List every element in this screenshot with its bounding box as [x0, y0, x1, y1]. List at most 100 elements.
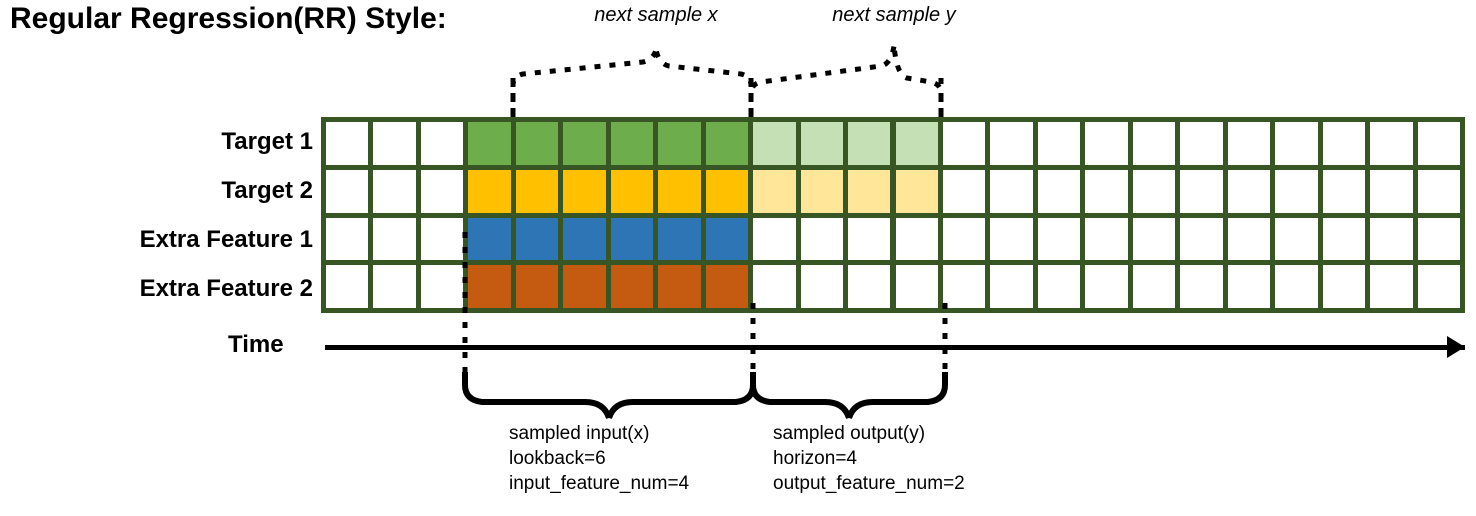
grid-cell-r2-c8-input: [658, 169, 701, 213]
grid-cell-r4-c1-empty: [326, 265, 369, 308]
grid-cell-r3-c12-empty: [848, 217, 891, 261]
sampled-output-line-1: sampled output(y): [773, 423, 926, 444]
grid-cell-r4-c12-empty: [848, 265, 891, 308]
grid-cell-r3-c7-input: [610, 217, 654, 261]
grid-cell-r4-c11-empty: [800, 265, 844, 308]
grid-cell-r4-c6-input: [563, 265, 606, 308]
grid-cell-r2-c17-empty: [1085, 169, 1128, 213]
grid-cell-r3-c2-empty: [373, 217, 416, 261]
grid-cell-r3-c9-input: [705, 217, 749, 261]
grid-cell-r3-c14-empty: [942, 217, 986, 261]
grid-cell-r1-c16-empty: [1037, 122, 1081, 165]
brace-next-sample-x: [510, 49, 754, 117]
sampled-input-line-3: input_feature_num=4: [509, 473, 690, 494]
grid-cell-r3-c16-empty: [1037, 217, 1081, 261]
top-dotted-guides: [510, 78, 944, 117]
grid-cell-r2-c15-empty: [990, 169, 1033, 213]
bottom-annotation-sampled-output: sampled output(y) horizon=4 output_featu…: [773, 421, 965, 496]
top-annotation-next-sample-y: next sample y: [832, 4, 956, 26]
grid-cell-r2-c19-empty: [1180, 169, 1223, 213]
grid-cell-r3-c11-empty: [800, 217, 844, 261]
grid-cell-r1-c12-output: [848, 122, 891, 165]
grid-cell-r1-c11-output: [800, 122, 844, 165]
grid-cell-r4-c10-empty: [753, 265, 796, 308]
grid-cell-r3-c24-empty: [1417, 217, 1460, 261]
grid-cell-r3-c6-input: [563, 217, 606, 261]
grid-cell-r3-c5-input: [515, 217, 559, 261]
grid-cell-r3-c4-input: [468, 217, 511, 261]
grid-cell-r2-c16-empty: [1037, 169, 1081, 213]
grid-cell-r1-c15-empty: [990, 122, 1033, 165]
grid-cell-r1-c13-output: [895, 122, 938, 165]
grid-cell-r1-c18-empty: [1132, 122, 1176, 165]
grid-cell-r1-c5-input: [515, 122, 559, 165]
grid-cell-r2-c14-empty: [942, 169, 986, 213]
grid-cell-r4-c7-input: [610, 265, 654, 308]
grid-cell-r1-c14-empty: [942, 122, 986, 165]
row-label-target-1: Target 1: [221, 128, 313, 155]
grid-cell-r2-c7-input: [610, 169, 654, 213]
time-axis-line: [325, 345, 1465, 350]
grid-cell-r4-c17-empty: [1085, 265, 1128, 308]
grid-cell-r4-c15-empty: [990, 265, 1033, 308]
brace-sampled-output: [750, 372, 948, 420]
grid-cell-r2-c9-input: [705, 169, 749, 213]
grid-cell-r1-c3-empty: [420, 122, 464, 165]
sampled-output-line-3: output_feature_num=2: [773, 473, 965, 494]
sampled-input-line-1: sampled input(x): [509, 423, 650, 444]
grid-cell-r3-c13-empty: [895, 217, 938, 261]
grid-cell-r2-c3-empty: [420, 169, 464, 213]
sampled-input-line-2: lookback=6: [509, 448, 606, 469]
grid-cell-r1-c6-input: [563, 122, 606, 165]
sampled-output-line-2: horizon=4: [773, 448, 857, 469]
grid-cell-r3-c8-input: [658, 217, 701, 261]
grid-cell-r2-c23-empty: [1370, 169, 1413, 213]
brace-next-sample-y: [748, 45, 944, 117]
grid-cell-r4-c2-empty: [373, 265, 416, 308]
grid-cell-r4-c9-input: [705, 265, 749, 308]
grid-cell-r4-c14-empty: [942, 265, 986, 308]
grid-cell-r2-c4-input: [468, 169, 511, 213]
grid-cell-r1-c8-input: [658, 122, 701, 165]
grid-cell-r4-c3-empty: [420, 265, 464, 308]
grid-cell-r4-c22-empty: [1322, 265, 1366, 308]
brace-sampled-input: [462, 372, 756, 420]
grid-cell-r3-c19-empty: [1180, 217, 1223, 261]
grid-cell-r1-c7-input: [610, 122, 654, 165]
grid-cell-r1-c10-output: [753, 122, 796, 165]
grid-cell-r2-c5-input: [515, 169, 559, 213]
row-label-column: Target 1 Target 2 Extra Feature 1 Extra …: [0, 117, 313, 313]
grid-cell-r4-c21-empty: [1275, 265, 1318, 308]
grid-cell-r2-c22-empty: [1322, 169, 1366, 213]
grid-cell-r2-c24-empty: [1417, 169, 1460, 213]
grid-cell-r3-c23-empty: [1370, 217, 1413, 261]
grid-cell-r1-c2-empty: [373, 122, 416, 165]
grid-cell-r1-c21-empty: [1275, 122, 1318, 165]
row-label-extra-feature-2: Extra Feature 2: [139, 275, 313, 302]
grid-cell-r3-c3-empty: [420, 217, 464, 261]
grid-cell-r1-c17-empty: [1085, 122, 1128, 165]
grid-cell-r2-c12-output: [848, 169, 891, 213]
grid-cell-r2-c1-empty: [326, 169, 369, 213]
grid-cell-r1-c19-empty: [1180, 122, 1223, 165]
grid-cell-r1-c24-empty: [1417, 122, 1460, 165]
grid-cell-r4-c13-empty: [895, 265, 938, 308]
row-label-extra-feature-1: Extra Feature 1: [139, 226, 313, 253]
grid-cell-r4-c16-empty: [1037, 265, 1081, 308]
grid-cell-r3-c15-empty: [990, 217, 1033, 261]
grid-cell-r1-c4-input: [468, 122, 511, 165]
grid-cell-r4-c23-empty: [1370, 265, 1413, 308]
time-axis-label: Time: [228, 331, 284, 358]
grid-cell-r4-c4-input: [468, 265, 511, 308]
grid-cell-r1-c20-empty: [1227, 122, 1271, 165]
grid-cell-r2-c11-output: [800, 169, 844, 213]
grid-cell-r3-c22-empty: [1322, 217, 1366, 261]
grid-cell-r1-c22-empty: [1322, 122, 1366, 165]
top-annotation-next-sample-x: next sample x: [594, 4, 718, 26]
grid-cell-r3-c20-empty: [1227, 217, 1271, 261]
grid-cell-r4-c20-empty: [1227, 265, 1271, 308]
time-axis-arrow-icon: [1447, 336, 1465, 358]
grid-cell-r2-c18-empty: [1132, 169, 1176, 213]
grid-cell-r3-c18-empty: [1132, 217, 1176, 261]
